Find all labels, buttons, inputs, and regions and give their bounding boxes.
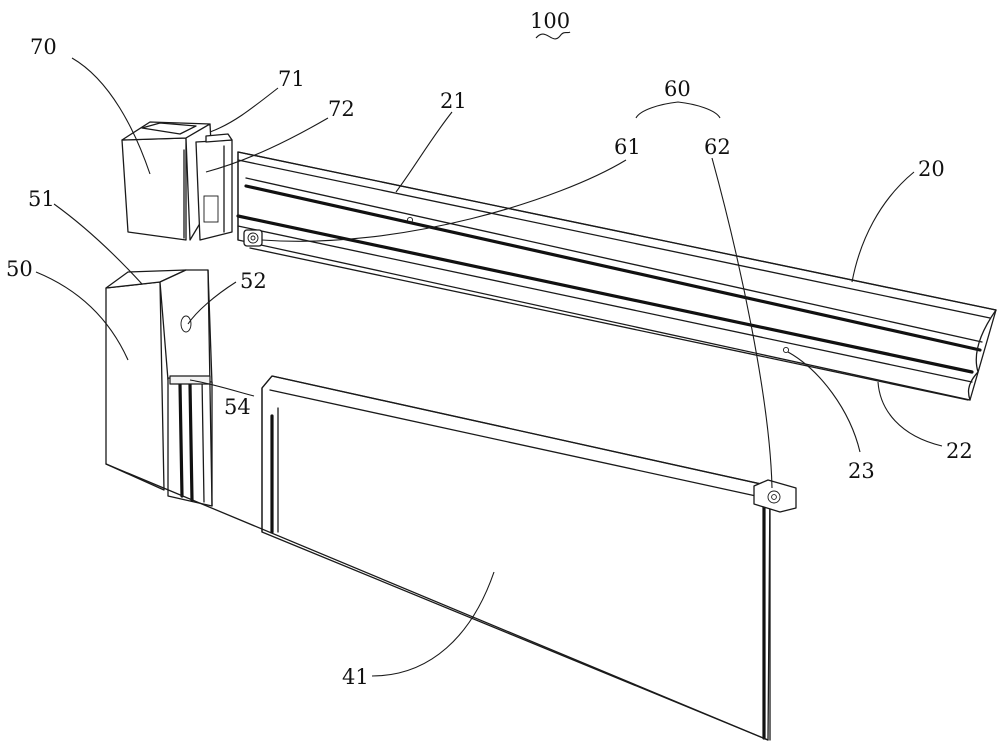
rail-assembly	[236, 151, 997, 401]
leader-22	[877, 381, 943, 447]
label-100: 100	[530, 9, 570, 33]
panel-bottom-edge	[105, 463, 769, 741]
label-23: 23	[848, 459, 875, 483]
post-dark-channel	[178, 382, 184, 498]
label-71: 71	[278, 67, 305, 91]
label-20: 20	[918, 157, 945, 181]
leader-20	[851, 171, 915, 283]
rail-top-lip	[237, 159, 991, 319]
rail-lower-edge	[237, 225, 973, 383]
leader-100	[535, 31, 571, 40]
cap-top-opening	[141, 122, 197, 135]
label-61: 61	[614, 135, 641, 159]
roller-62-wheel	[767, 490, 781, 504]
cap-clip-top	[205, 133, 233, 143]
roller-61-housing	[243, 229, 263, 247]
leader-23	[787, 351, 861, 453]
roller-62-axle	[771, 494, 777, 500]
leader-51	[53, 203, 143, 285]
rail-hole-upper	[406, 216, 414, 224]
post-flange-51	[159, 269, 213, 385]
rail-hole-23	[782, 346, 790, 354]
rail-top-edge	[237, 151, 997, 311]
label-72: 72	[328, 97, 355, 121]
leader-62	[711, 157, 773, 489]
label-50: 50	[6, 257, 33, 281]
post-hole-52	[180, 315, 192, 333]
post-back-edge	[207, 269, 213, 507]
leader-41	[371, 571, 495, 677]
label-41: 41	[342, 665, 369, 689]
label-52: 52	[240, 269, 267, 293]
panel-frame-outer	[261, 375, 771, 533]
cap-clip-72	[195, 139, 233, 241]
rail-break-end	[967, 309, 997, 401]
cap-front-face	[121, 137, 187, 241]
label-51: 51	[28, 187, 55, 211]
label-70: 70	[30, 35, 57, 59]
cap-assembly-70	[121, 121, 233, 241]
label-22: 22	[946, 439, 973, 463]
roller-61-wheel	[247, 232, 259, 244]
cap-clip-slot	[203, 195, 219, 223]
label-62: 62	[704, 135, 731, 159]
post-dark-channel-2	[188, 382, 194, 502]
panel-glass	[261, 375, 771, 741]
leader-70	[71, 57, 151, 175]
leader-52	[187, 281, 237, 325]
rail-dark-strip-upper	[244, 184, 982, 352]
leader-21	[395, 111, 453, 193]
leader-71	[209, 87, 279, 133]
leader-54	[189, 379, 255, 397]
brace-60	[635, 101, 721, 119]
post-edge	[201, 377, 205, 503]
leader-50	[35, 271, 129, 361]
post-front-face	[105, 281, 165, 491]
leader-lines	[35, 31, 943, 677]
post-assembly-50	[105, 269, 213, 507]
label-21: 21	[440, 89, 467, 113]
reference-numerals: 100 70 71 72 21 60 61 62 20 51 50 52 54 …	[6, 9, 973, 689]
label-54: 54	[224, 395, 251, 419]
door-panel-41	[105, 375, 797, 741]
rail-bottom-edge	[249, 247, 969, 401]
leader-72	[205, 117, 329, 173]
label-60: 60	[664, 77, 691, 101]
rail-dark-strip-lower	[236, 214, 974, 374]
roller-62-housing	[753, 479, 797, 513]
rail-groove-21	[245, 177, 983, 343]
roller-61-axle	[250, 235, 256, 241]
panel-frame-inner-top	[269, 389, 757, 497]
leader-61	[261, 159, 627, 242]
